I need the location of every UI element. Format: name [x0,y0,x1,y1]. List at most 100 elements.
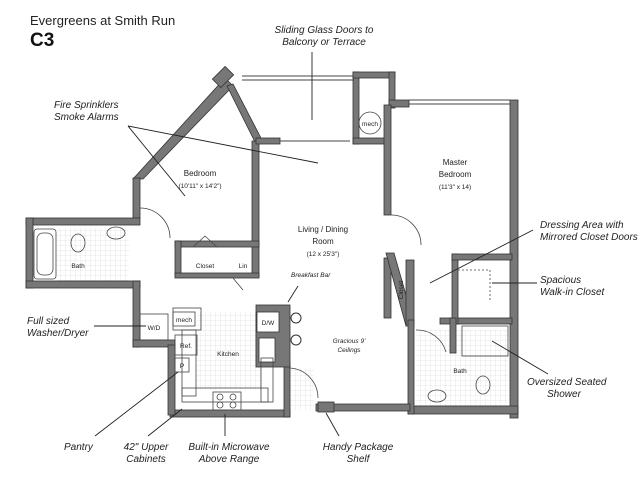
ann-pantry: Pantry [64,442,94,453]
mech-small-box [172,311,196,327]
door-bedroom [139,207,171,239]
dw-label: D/W [262,320,276,327]
wall-closet-left [174,240,182,277]
wall-bedroom-left [132,177,141,219]
ann-package-2: Shelf [347,454,371,465]
wall-kitchen-bottom [169,409,291,418]
burner-3 [216,401,224,409]
ann-washer-2: Washer/Dryer [27,328,89,339]
ann-microwave-1: Built-in Microwave [188,442,270,453]
ref-label: Ref. [180,343,192,350]
bath-right-label: Bath [453,368,467,375]
wd-label: W/D [148,325,161,332]
leader-shower [491,340,549,375]
property-title: Evergreens at Smith Run [30,13,176,28]
leader-sprinkler-1 [127,125,186,197]
wall-pantry-left [167,344,176,416]
washer-dryer-box [139,313,169,341]
closet-vertical-label: Closet [398,281,405,300]
wall-bath-top [25,217,141,226]
door-bath-right [415,329,447,353]
door-walkin [458,269,491,300]
wall-bath-bottom [25,280,141,289]
leader-dressing [429,229,534,284]
ann-package-1: Handy Package [323,442,394,453]
ann-sliding-1: Sliding Glass Doors to [275,25,374,36]
bedroom-name: Bedroom [184,169,217,178]
leader-package [325,412,340,437]
wall-bottom-right [407,405,519,415]
water-heater [358,111,382,135]
bathtub [33,228,57,280]
master-dims: (11'3" x 14) [439,184,471,191]
closet-label: Closet [196,263,215,270]
bar-stool-2 [290,334,302,346]
door-lin [232,277,244,291]
wall-bath-left [25,217,34,289]
wall-bath-right-top [439,317,513,325]
wall-closet-vertical [405,259,415,327]
pantry-box [174,357,190,373]
wall-foyer-left [283,361,291,418]
toilet-right [475,375,491,395]
wall-mech-left [352,71,360,145]
ann-sprinkler-2: Smoke Alarms [54,112,119,123]
ann-walkin-2: Walk-in Closet [540,287,605,298]
wall-cap [211,65,235,89]
wall-bedroom-right [251,140,260,278]
kitchen-floor [197,312,261,390]
range [212,391,242,411]
leader-cabinets [147,408,183,437]
wall-master-left [383,104,392,216]
pantry-p-label: P [180,363,184,370]
burner-1 [216,393,224,401]
bath-left-floor [57,228,129,281]
leader-pantry [94,371,179,437]
shower [461,325,509,357]
wall-foyer-bottom [315,403,411,412]
master-name-2: Bedroom [439,170,472,179]
sink-left [106,226,126,240]
bathtub-inner [36,232,54,276]
sink-box [258,337,276,363]
sink-right [427,389,447,403]
wall-closet-bottom [174,272,260,279]
wall-walkin-left [451,253,459,325]
wall-diagonal-bedroom [132,77,234,180]
mech-small-label: mech [176,317,192,324]
bar-stool-1 [290,312,302,324]
master-name-1: Master [443,158,468,167]
door-entry [289,367,319,399]
leader-breakfast-bar [287,285,299,303]
ann-cabinets-2: Cabinets [126,454,165,465]
ceilings-label-2: Ceilings [337,347,361,354]
wall-walkin-top [451,253,513,261]
door-closet [192,235,218,248]
wall-master-topleft [388,99,410,108]
living-name-1: Living / Dining [298,225,348,234]
ann-shower-1: Oversized Seated [527,377,607,388]
ref-box [174,334,198,356]
bath-left-label: Bath [71,263,85,270]
toilet-left [70,233,86,253]
burner-4 [229,401,237,409]
leader-sprinkler-2 [127,125,319,164]
ann-shower-2: Shower [547,389,582,400]
door-master [390,214,422,246]
ann-dressing-2: Mirrored Closet Doors [540,232,638,243]
wall-bath-left-side [407,319,415,415]
ceilings-label-1: Gracious 9' [333,338,366,345]
dishwasher-box [256,311,280,333]
wall-bath-right-inner [449,317,457,354]
burner-2 [229,393,237,401]
living-name-2: Room [312,237,334,246]
ann-washer-1: Full sized [27,316,70,327]
ann-sprinkler-1: Fire Sprinklers [54,100,118,111]
unit-code: C3 [30,30,55,51]
living-dims: (12 x 25'3") [307,251,340,258]
ann-dressing-1: Dressing Area with [540,220,624,231]
wall-mech-right [388,71,396,109]
kitchen-l-counter-right [260,357,274,403]
ann-cabinets-1: 42" Upper [124,442,169,453]
